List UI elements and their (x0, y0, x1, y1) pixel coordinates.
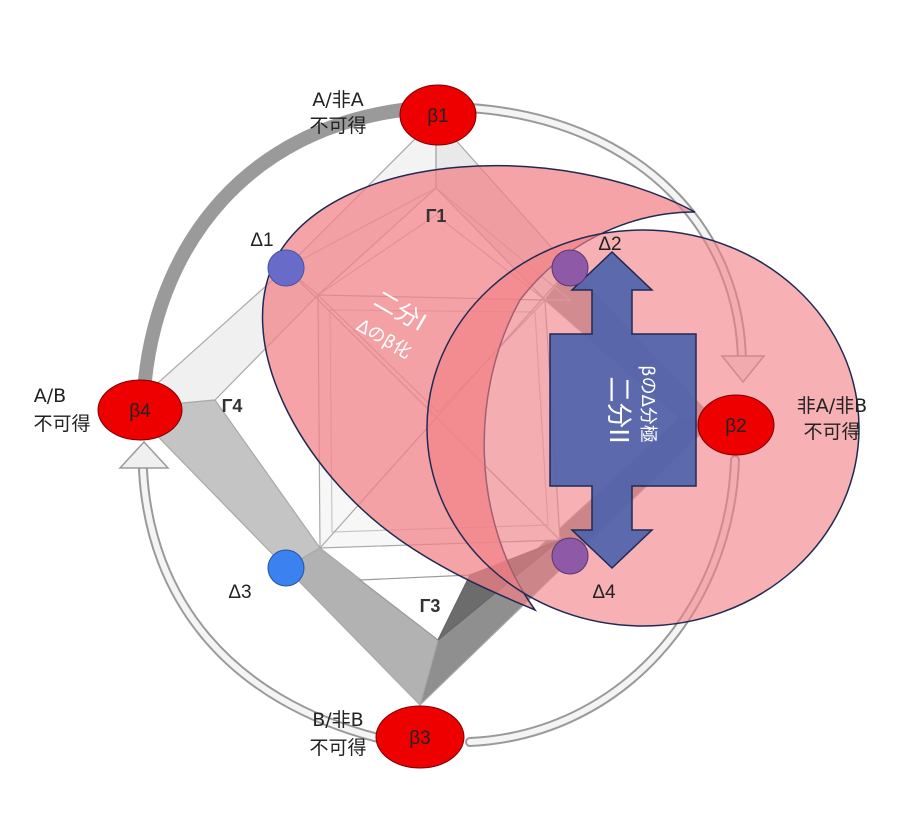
delta-node-3 (267, 549, 305, 587)
beta-2-caption-line1: 非A/非B (797, 395, 867, 417)
delta-node-2 (551, 249, 589, 287)
delta-label-1: Δ1 (250, 230, 273, 251)
double-headed-arrow-icon (549, 250, 697, 570)
cycle-arrowhead-left (118, 440, 170, 469)
delta-node-1-overlay (268, 250, 304, 286)
beta-node-4 (97, 379, 183, 441)
beta-node-3 (375, 705, 465, 769)
beta-node-3-label: β3 (409, 728, 431, 749)
dichotomy-2-title: 二分II (603, 376, 633, 443)
beta-node-2-label: β2 (725, 416, 747, 437)
delta-label-3: Δ3 (228, 582, 251, 603)
beta-node-1 (399, 84, 477, 146)
beta-2-caption-line2: 不可得 (803, 421, 860, 443)
beta-4-caption-line1: A/B (34, 385, 66, 407)
delta-label-2: Δ2 (598, 234, 621, 255)
beta-4-caption-line2: 不可得 (33, 413, 90, 435)
gamma-label-3: Γ3 (420, 596, 441, 616)
dichotomy-2-subtitle: βのΔ分極 (637, 365, 658, 443)
beta-node-1-label: β1 (427, 106, 449, 127)
beta-node-4-label: β4 (129, 401, 151, 422)
beta-node-2 (697, 394, 775, 456)
beta-1-caption-line1: A/非A (312, 89, 363, 111)
beta-3-caption-line1: B/非B (312, 709, 363, 731)
dichotomy-2-label: 二分II βのΔ分極 (603, 365, 658, 444)
gamma-label-4: Γ4 (222, 396, 243, 416)
beta-3-caption-line2: 不可得 (309, 737, 366, 759)
beta-1-caption-line2: 不可得 (309, 115, 366, 137)
delta-label-4: Δ4 (592, 582, 616, 603)
gamma-label-1: Γ1 (426, 206, 447, 226)
delta-node-4 (551, 537, 589, 575)
